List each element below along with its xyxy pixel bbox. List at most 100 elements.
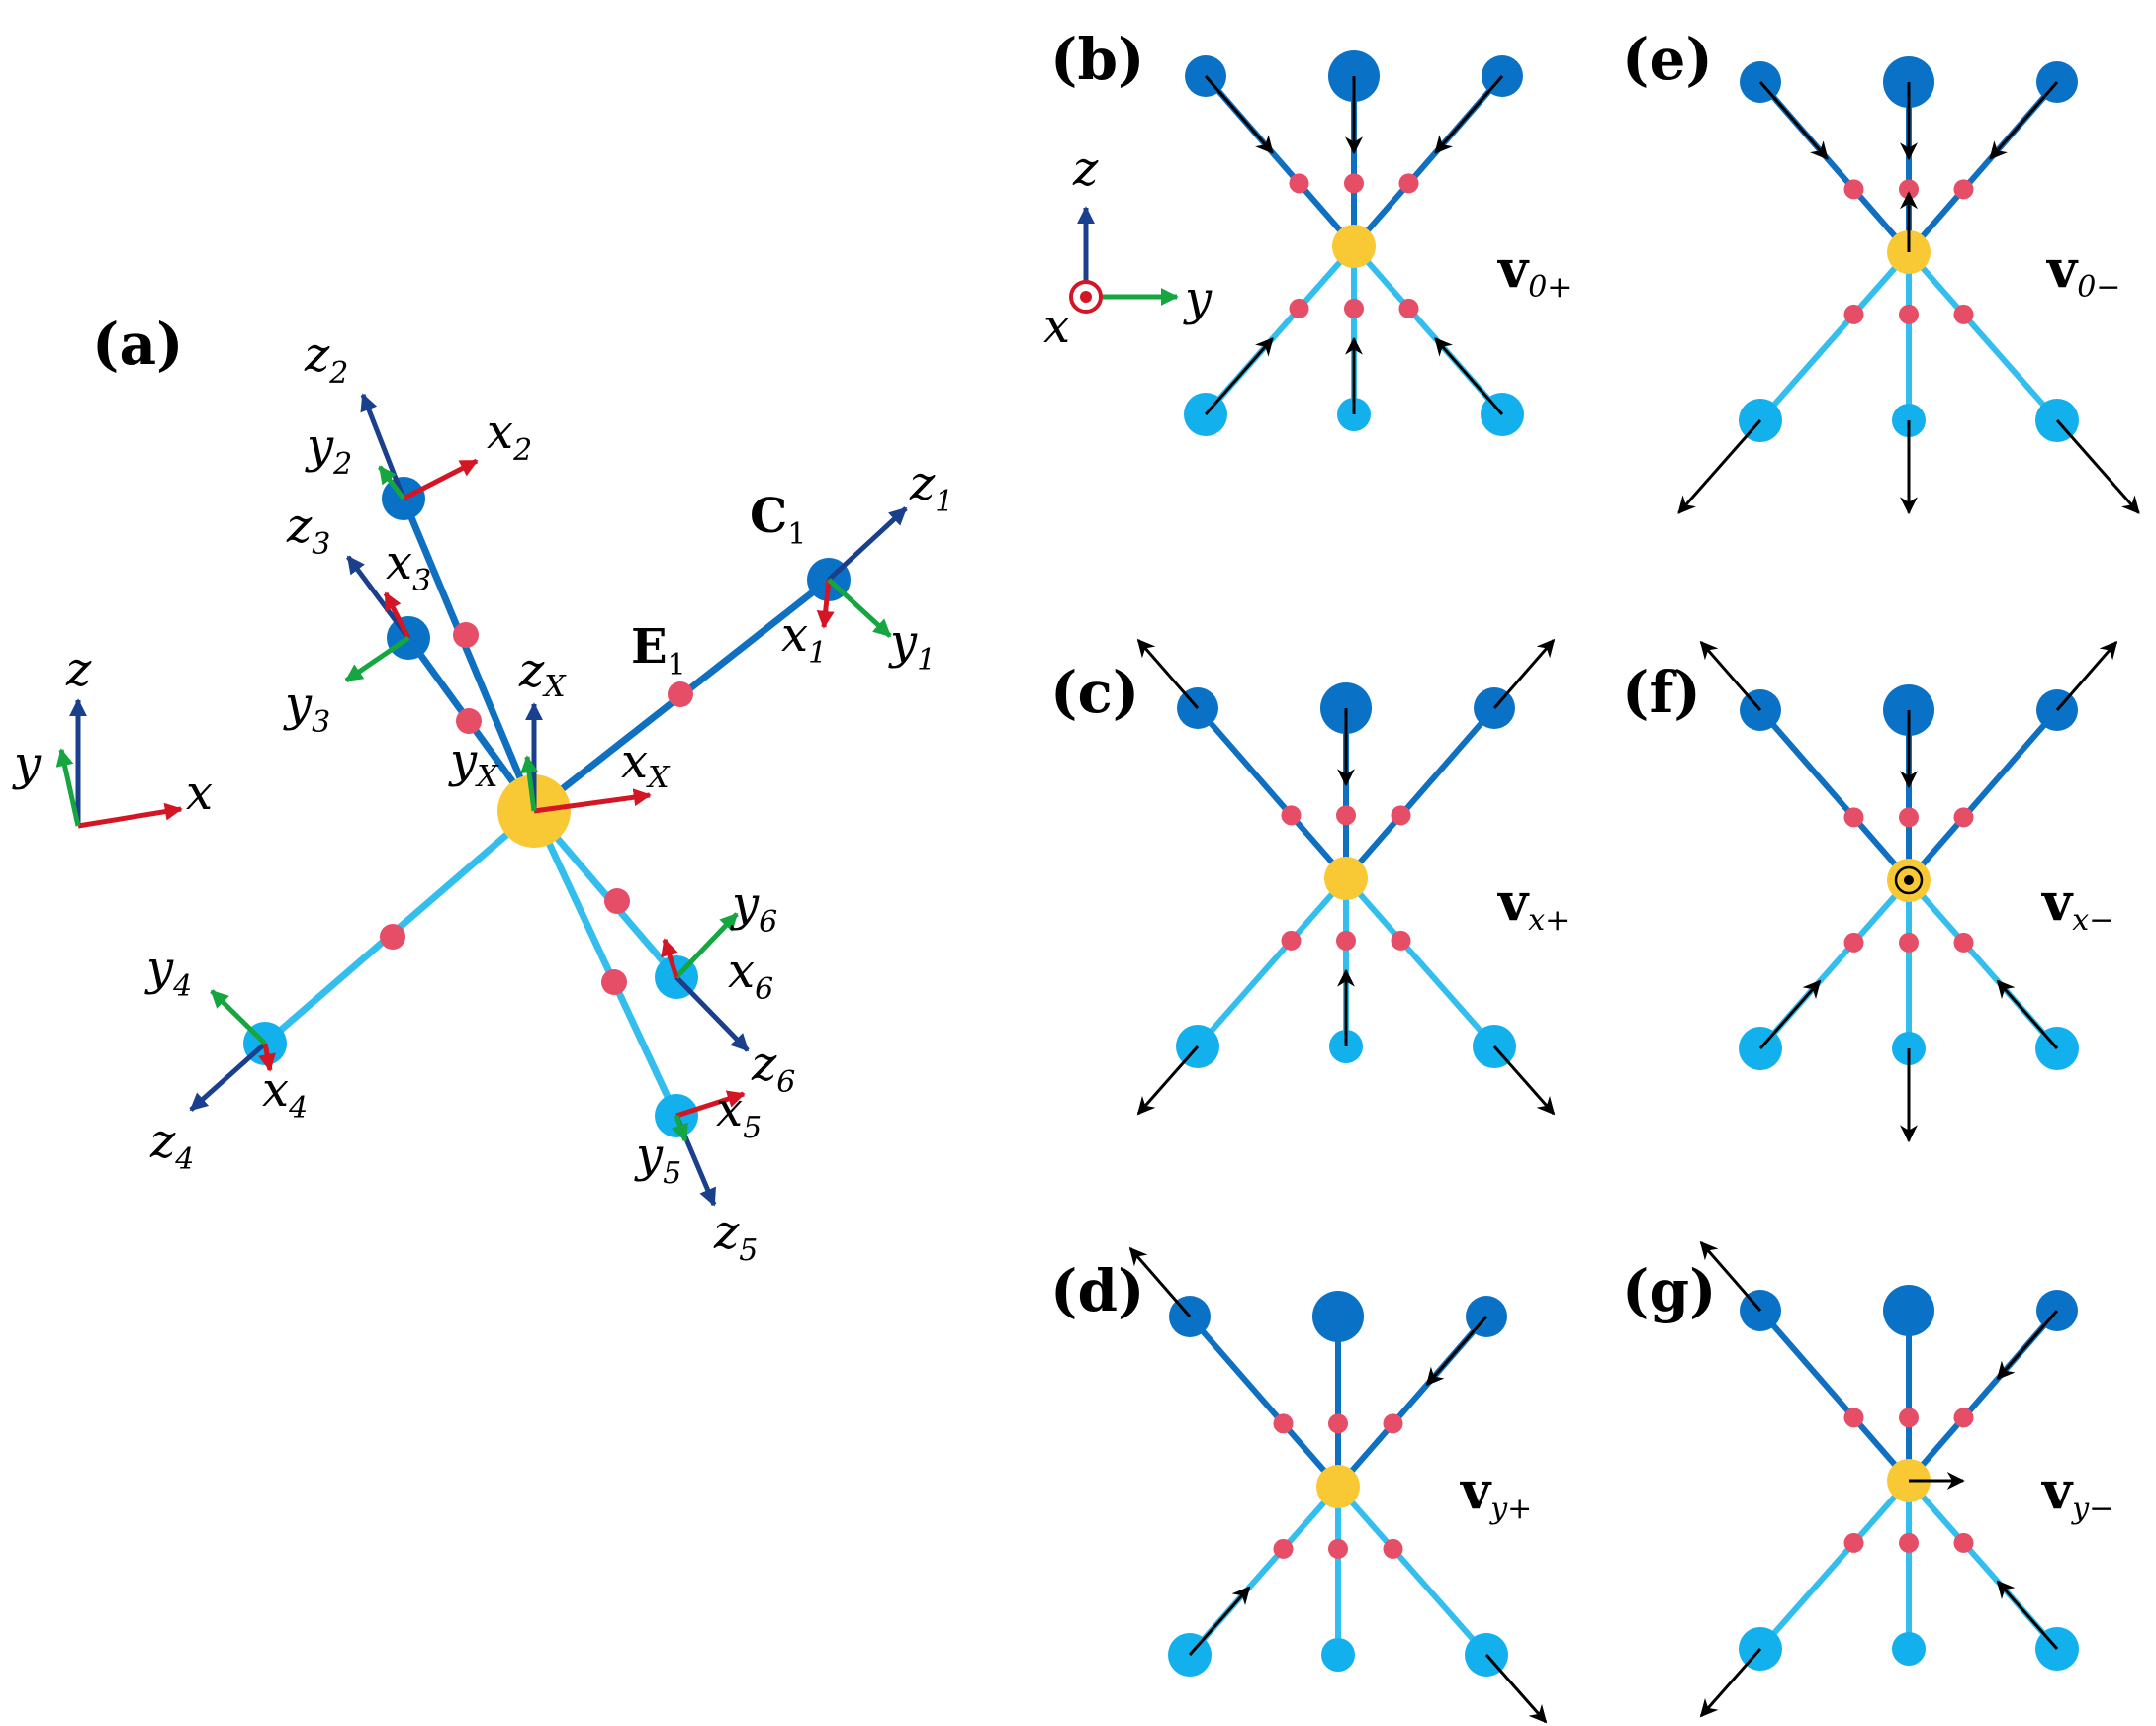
bond-midpoint (1289, 173, 1309, 194)
mode-label-c: vx+ (1497, 872, 1570, 938)
ligand-5-y-axis (672, 1115, 688, 1142)
bond-f-1 (1757, 707, 1912, 883)
bond-midpoint (1336, 805, 1356, 826)
ligand-6-x-axis (661, 938, 679, 978)
bond-midpoint (1328, 1538, 1348, 1559)
mode-symbol: v (2041, 1461, 2074, 1521)
ligand-atom-d-2 (1312, 1291, 1364, 1342)
mode-symbol: v (1497, 239, 1530, 300)
bond-c-6 (1343, 875, 1497, 1049)
mode-symbol: v (2041, 872, 2074, 933)
displacement-arrow (1699, 640, 1762, 711)
bond-midpoint (1273, 1413, 1294, 1434)
panel-b-y-label: y (1183, 271, 1213, 326)
ligand-2-y-label: y2 (305, 418, 352, 482)
ligand-6-x-label: x6 (728, 944, 773, 1007)
bond-e-4 (1757, 249, 1912, 423)
ligand-1-x-axis (816, 579, 835, 629)
displacement-arrow (1204, 75, 1274, 154)
panel-c-label: (c) (1050, 659, 1139, 726)
mode-subscript: x+ (1528, 903, 1570, 938)
panel-a: (a) z x y (12, 311, 953, 1268)
ligand-4-x-axis (258, 1043, 276, 1072)
displacement-arrow (1758, 979, 1822, 1049)
ligand-1-x-label: x1 (781, 607, 827, 671)
mode-panel-d: (d)vy+ (1050, 1246, 1548, 1724)
center-atom-b (1332, 225, 1376, 268)
global-x-axis (77, 802, 183, 829)
bond-f-3 (1906, 707, 2060, 883)
bond-midpoint (1899, 304, 1919, 324)
bond-midpoint (380, 924, 405, 950)
center-y-label: yX (448, 733, 499, 794)
bond-midpoint (1899, 1408, 1919, 1428)
bond-midpoint (1843, 1532, 1864, 1553)
ligand-1-y-axis (827, 578, 892, 638)
bond-midpoint (1843, 1408, 1864, 1428)
ligand-4-y-label: y4 (144, 941, 192, 1004)
panel-g-label: (g) (1622, 1257, 1716, 1324)
panel-b-axes: z y x (1043, 141, 1213, 354)
center-y-axis (520, 755, 538, 812)
displacement-arrow (1996, 1310, 2059, 1381)
bond-midpoint (1953, 807, 1974, 828)
displacement-arrow (1996, 979, 2059, 1049)
ligand-1-z-axis (827, 506, 908, 582)
bond-midpoint (1281, 805, 1302, 826)
displacement-arrow (1492, 1045, 1556, 1116)
E1-label: E1 (631, 619, 686, 682)
ligand-4-y-axis (210, 989, 267, 1045)
mode-label-d: vy+ (1460, 1461, 1532, 1526)
bond-midpoint (1843, 932, 1864, 953)
mode-panel-c: (c) vx+ (1050, 638, 1570, 1116)
ligand-3-y-label: y3 (283, 677, 330, 740)
panel-b-x-label: x (1043, 299, 1070, 354)
center-x-label: xX (621, 734, 671, 795)
panel-b-x-axis-dot (1080, 291, 1092, 303)
bond-g-4 (1757, 1478, 1912, 1652)
ligand-5-z-label: z5 (713, 1205, 758, 1268)
ligand-3-x-label: x3 (386, 535, 431, 598)
global-x-label: x (186, 766, 213, 821)
bond-midpoint (1281, 930, 1302, 951)
center-x-axis (533, 788, 652, 814)
bond-c-1 (1195, 705, 1349, 881)
bond-d-6 (1335, 1484, 1489, 1658)
bond-e-6 (1906, 249, 2060, 423)
center-atom-d (1316, 1465, 1360, 1508)
mode-symbol: v (1497, 872, 1530, 933)
displacement-arrow (1204, 337, 1274, 415)
bond-g-1 (1757, 1308, 1912, 1484)
mode-panel-e: (e)v0− (1622, 26, 2140, 515)
bond-c-3 (1343, 705, 1497, 881)
displacement-arrow (1188, 1586, 1251, 1656)
ligand-5-x-label: x5 (716, 1082, 762, 1145)
mode-label-b: v0+ (1497, 239, 1572, 305)
bond-midpoint (1899, 932, 1919, 953)
ligand-2-y-axis (378, 465, 405, 500)
ligand-6-z-axis (674, 975, 750, 1052)
bond-midpoint (604, 888, 630, 914)
ligand-4-z-axis (189, 1042, 267, 1112)
bond-midpoint (1953, 179, 1974, 200)
displacement-arrow (1699, 1240, 1762, 1312)
global-z-label: z (65, 642, 92, 697)
ligand-atom-g-2 (1883, 1285, 1934, 1336)
bond-midpoint (1899, 807, 1919, 828)
displacement-arrow (1434, 337, 1504, 415)
displacement-arrow (1128, 1246, 1192, 1317)
panel-b-z-label: z (1072, 141, 1099, 197)
displacement-arrow (1989, 81, 2059, 160)
ligand-5-y-label: y5 (634, 1128, 681, 1191)
bond-midpoint (1391, 930, 1411, 951)
panel-b-label: (b) (1050, 26, 1144, 93)
ligand-3-y-axis (344, 635, 410, 683)
ligand-4-x-label: x4 (262, 1062, 308, 1126)
mode-symbol: v (1460, 1461, 1492, 1521)
panel-a-global-axes: z x y (12, 642, 213, 829)
bond-midpoint (1843, 179, 1864, 200)
displacement-arrow (1484, 1654, 1548, 1724)
displacement-arrow (2055, 419, 2140, 514)
displacement-arrow (1996, 1580, 2059, 1650)
